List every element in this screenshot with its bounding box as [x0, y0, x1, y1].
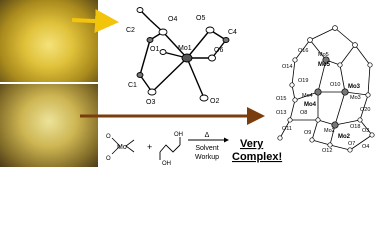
atom-label: O4 [168, 16, 177, 23]
atom-label: O2 [210, 98, 219, 105]
metal-labels: Mo5 Mo4 Mo3 Mo2 [304, 62, 361, 140]
glycol-structure [159, 137, 181, 160]
pale-residue-photo [0, 84, 98, 167]
atom-label: O18 [350, 124, 360, 130]
atom-label: O20 [360, 107, 370, 113]
hydroxyl-label: OH [174, 132, 183, 138]
atom-label: O16 [298, 48, 308, 54]
atom-label: O11 [282, 126, 292, 132]
oxo-label: O [106, 156, 111, 162]
atom-label: O3 [146, 99, 155, 106]
atom-label: O3 [362, 128, 369, 134]
atom-label: O6 [214, 47, 223, 54]
atom-label: Mo5 [318, 62, 331, 68]
atom-label: O12 [322, 148, 332, 154]
result-line-2: Complex! [232, 151, 282, 163]
cluster-atoms [277, 25, 375, 153]
condition-solvent: Solvent [195, 145, 218, 152]
mo-label: Mo [117, 144, 127, 151]
oxo-label: O [106, 134, 111, 140]
molybdate-structure: Mo O O [106, 134, 135, 162]
heat-symbol: Δ [205, 132, 210, 139]
atom-label: C1 [128, 82, 137, 89]
atom-label: Mo2 [338, 134, 351, 140]
atom-label: O13 [276, 110, 286, 116]
atom-label: Mo4 [304, 102, 317, 108]
atom-label: O8 [300, 110, 307, 116]
yellow-solution-photo [0, 0, 98, 82]
atom-label: O19 [298, 78, 308, 84]
atom-label: C4 [228, 29, 237, 36]
scheme-svg: O4 C2 O1 Mo1 O5 C4 O6 C1 O3 O2 [71, 7, 375, 167]
atom-label: O7 [348, 141, 355, 147]
atom-label: Mo3 [350, 95, 361, 101]
atom-label: O1 [150, 46, 159, 53]
plus-sign: + [147, 142, 152, 152]
atom-label: O4 [362, 144, 369, 150]
atom-label: O10 [330, 82, 340, 88]
mono-complex [139, 9, 227, 99]
atom-label: Mo5 [318, 52, 329, 58]
atom-label: Mo3 [348, 84, 361, 90]
yellow-arrow [71, 9, 119, 34]
atom-label: Mo4 [302, 93, 313, 99]
cluster-labels: O16 Mo5 O14 O19 O10 O15 Mo4 Mo3 O13 O20 … [276, 48, 370, 154]
mono-labels: O4 C2 O1 Mo1 O5 C4 O6 C1 O3 O2 [126, 15, 237, 106]
atom-label: O9 [304, 130, 311, 136]
atom-label: O5 [196, 15, 205, 22]
atom-label: O15 [276, 96, 286, 102]
graphical-abstract: O4 C2 O1 Mo1 O5 C4 O6 C1 O3 O2 [0, 0, 375, 167]
result-line-1: Very [240, 138, 264, 150]
atom-label: O14 [282, 64, 292, 70]
mono-atoms [136, 7, 230, 102]
atom-label: C2 [126, 27, 135, 34]
atom-label: Mo1 [178, 45, 192, 52]
atom-label: Mo2 [324, 128, 335, 134]
hydroxyl-label: OH [162, 161, 171, 167]
condition-workup: Workup [195, 154, 219, 161]
